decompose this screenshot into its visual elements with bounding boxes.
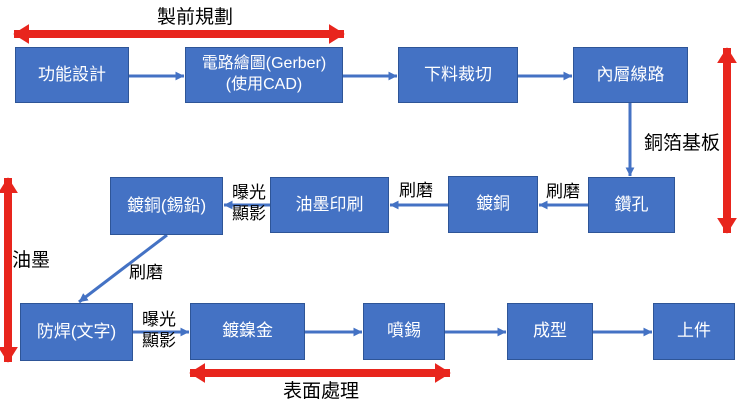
box-nickel-gold-plating: 鍍鎳金 (190, 303, 305, 360)
box-function-design-label: 功能設計 (38, 64, 106, 84)
box-copper-plating-label: 鍍銅 (476, 194, 510, 214)
box-ink-printing: 油墨印刷 (270, 177, 389, 233)
box-drilling: 鑽孔 (588, 177, 675, 233)
edge-label-develop-2: 顯影 (142, 331, 176, 350)
phase-label-pre-production: 製前規劃 (156, 7, 233, 28)
box-copper-plating: 鍍銅 (448, 176, 538, 233)
box-forming-label: 成型 (533, 321, 567, 341)
box-inner-layer-circuit: 內層線路 (573, 47, 688, 103)
edge-label-expose-develop-2: 曝光 顯影 (136, 309, 182, 351)
box-cutting: 下料裁切 (398, 47, 518, 103)
box-inner-layer-circuit-label: 內層線路 (596, 64, 665, 84)
box-solder-mask-text: 防焊(文字) (20, 303, 133, 361)
edge-label-expose-develop-1: 曝光 顯影 (226, 182, 272, 224)
box-drilling-label: 鑽孔 (614, 194, 649, 214)
box-circuit-drawing-line2: (使用CAD) (225, 76, 303, 93)
box-solder-mask-text-label: 防焊(文字) (36, 321, 117, 341)
box-forming: 成型 (507, 303, 593, 360)
edge-label-brush-copper-to-ink: 刷磨 (399, 181, 433, 200)
box-copper-tin-lead-plating-label: 鍍銅(錫鉛) (126, 195, 207, 215)
phase-label-ink: 油墨 (12, 250, 51, 271)
box-cutting-label: 下料裁切 (424, 64, 492, 84)
box-tin-spray-label: 噴錫 (387, 321, 421, 341)
edge-label-brush-drill-to-copper: 刷磨 (546, 182, 580, 201)
edge-label-brush-diagonal: 刷磨 (129, 263, 163, 282)
edge-label-develop-1: 顯影 (232, 204, 266, 223)
box-loading: 上件 (653, 303, 735, 360)
arrow-coppertin-to-soldermask (78, 233, 168, 304)
box-tin-spray: 噴錫 (363, 303, 445, 360)
box-function-design: 功能設計 (15, 47, 129, 103)
phase-label-surface-treatment: 表面處理 (282, 381, 359, 402)
box-circuit-drawing: 電路繪圖(Gerber) (使用CAD) (185, 47, 343, 103)
box-ink-printing-label: 油墨印刷 (295, 194, 364, 214)
box-circuit-drawing-line1: 電路繪圖(Gerber) (201, 55, 327, 73)
edge-label-expose-1: 曝光 (232, 183, 266, 202)
edge-label-expose-2: 曝光 (142, 310, 176, 329)
box-loading-label: 上件 (677, 321, 711, 341)
phase-label-copper-substrate: 銅箔基板 (644, 133, 721, 154)
box-copper-tin-lead-plating: 鍍銅(錫鉛) (110, 177, 223, 235)
box-nickel-gold-plating-label: 鍍鎳金 (222, 321, 273, 341)
